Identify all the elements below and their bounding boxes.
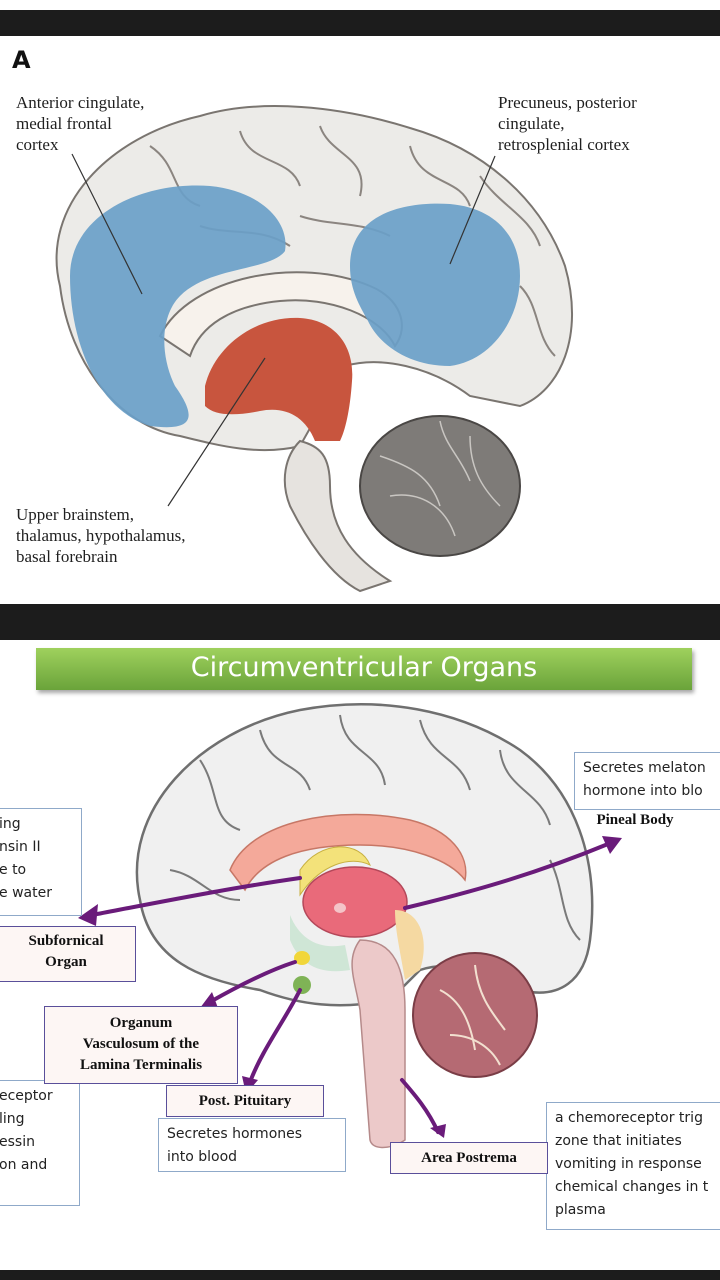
brain-medial-view-b xyxy=(78,703,622,1149)
tag-ovlt: Organum Vasculosum of the Lamina Termina… xyxy=(44,1006,238,1084)
panel-b: Circumventricular Organs Secretes melato… xyxy=(0,640,720,1270)
pituitary-marker xyxy=(293,976,311,994)
arrows xyxy=(90,842,610,1134)
tag-post-pituitary: Post. Pituitary xyxy=(166,1085,324,1117)
label-anterior-cingulate: Anterior cingulate, medial frontal corte… xyxy=(16,93,145,154)
cerebellum-b xyxy=(412,952,538,1078)
brain-medial-view-a xyxy=(55,105,573,593)
panel-letter: A xyxy=(12,46,31,74)
ovlt-marker xyxy=(294,951,310,965)
thalamus-b xyxy=(302,866,408,938)
cerebellum xyxy=(359,415,521,557)
info-box-subfornical: ing nsin II e to e water xyxy=(0,808,82,916)
info-box-area-postrema: a chemoreceptor trig zone that initiates… xyxy=(546,1102,720,1230)
pointer-lines xyxy=(71,153,496,507)
precuneus-region xyxy=(350,203,520,366)
label-upper-brainstem: Upper brainstem, thalamus, hypothalamus,… xyxy=(16,505,186,566)
cerebrum-b xyxy=(135,703,594,1007)
tag-subfornical-organ: Subfornical Organ xyxy=(0,926,136,982)
info-box-ovlt: eceptor ling essin on and xyxy=(0,1080,80,1206)
tag-pineal-body: Pineal Body xyxy=(596,812,674,828)
brainstem xyxy=(283,439,393,593)
corpus-callosum-b xyxy=(229,813,467,892)
gyri-b xyxy=(169,714,581,941)
thalamus-region xyxy=(205,317,353,441)
bottom-border xyxy=(0,1270,720,1280)
info-box-post-pituitary: Secretes hormones into blood xyxy=(158,1118,346,1172)
label-precuneus: Precuneus, posterior cingulate, retrospl… xyxy=(498,93,637,154)
page-title: Circumventricular Organs xyxy=(36,648,692,690)
anterior-cingulate-region xyxy=(70,185,286,428)
tag-area-postrema: Area Postrema xyxy=(390,1142,548,1174)
panel-a: A Anterior cingulate, medial frontal cor… xyxy=(0,36,720,604)
top-border xyxy=(0,10,720,36)
gyri xyxy=(149,125,556,357)
brainstem-b xyxy=(351,939,406,1149)
middle-border xyxy=(0,604,720,640)
info-box-pineal: Secretes melaton hormone into blo xyxy=(574,752,720,810)
